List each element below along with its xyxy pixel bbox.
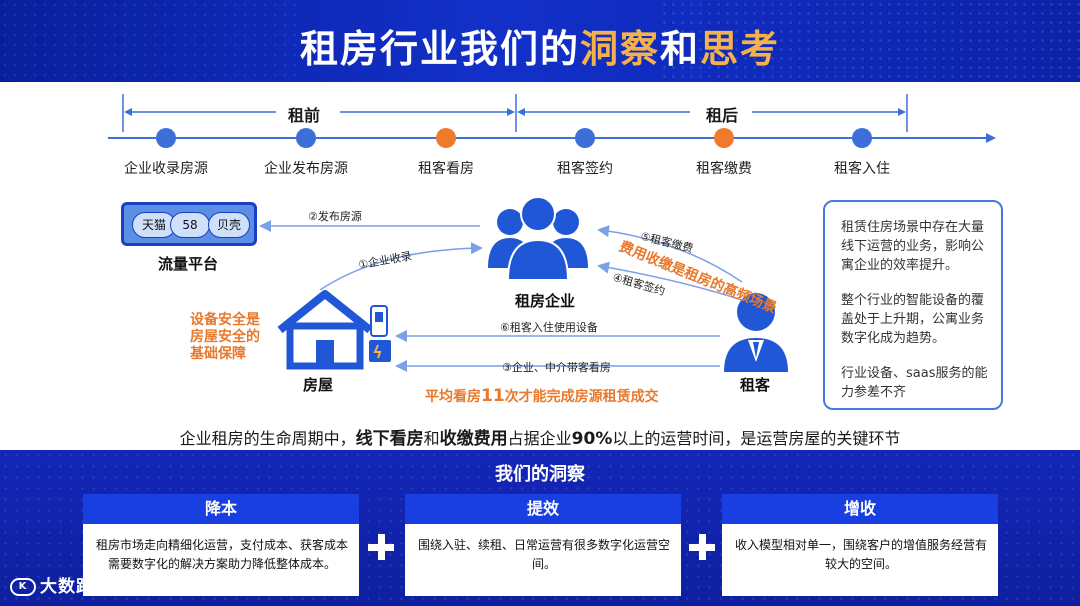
tenant-label: 租客 [740, 376, 771, 394]
title-part-2: 和 [660, 27, 701, 71]
title-highlight-1: 洞察 [579, 27, 660, 71]
title-highlight-2: 思考 [700, 27, 781, 71]
timeline-dot-4 [575, 128, 595, 148]
insight-card-cost: 降本 租房市场走向精细化运营，支付成本、获客成本需要数字化的解决方案助力降低整体… [83, 494, 359, 596]
step-label-2: 企业发布房源 [264, 161, 348, 177]
watermark-logo-text: 大数跨境 [40, 577, 112, 597]
flow-diagram-arrows [259, 196, 788, 372]
plus-icon-2 [689, 534, 715, 560]
smart-device-icon [369, 305, 391, 362]
step-label-3: 租客看房 [418, 161, 474, 177]
summary-part-2: 和 [423, 429, 440, 448]
lifecycle-timeline: 租前 租后 企业收录房源 企业发布房源 租客看房 租客签约 租客缴费 租客入住 [0, 82, 1080, 192]
step-label-5: 租客缴费 [696, 161, 752, 177]
summary-part-3: 占据企业 [507, 429, 572, 448]
summary-bold-2: 收缴费用 [439, 429, 508, 449]
platform-chip-tmall: 天猫 [132, 212, 176, 238]
note-paragraph-3: 行业设备、saas服务的能力参差不齐 [841, 366, 988, 400]
note-device-safety-line-3: 基础保障 [190, 346, 246, 362]
note-paragraph-2: 整个行业的智能设备的覆盖处于上升期，公寓业务数字化成为趋势。 [841, 293, 985, 346]
company-people-icon [488, 196, 588, 281]
platform-label: 流量平台 [158, 255, 219, 273]
insight-card-revenue-body: 收入模型相对单一，围绕客户的增值服务经营有较大的空间。 [734, 538, 987, 571]
bracket-before-arrow-right [507, 108, 515, 116]
platform-chip-58: 58 [170, 212, 210, 238]
insights-section: 我们的洞察 降本 租房市场走向精细化运营，支付成本、获客成本需要数字化的解决方案… [0, 450, 1080, 606]
phase-after-label: 租后 [706, 106, 739, 125]
bracket-before-arrow-left [124, 108, 132, 116]
phase-before-label: 租前 [288, 106, 321, 125]
house-icon [277, 290, 373, 370]
company-label: 租房企业 [515, 292, 576, 310]
note-average-number: 11 [481, 386, 505, 406]
header-dot-pattern-right [660, 0, 1080, 82]
note-average-prefix: 平均看房 [425, 389, 481, 405]
summary-bold-1: 线下看房 [355, 429, 424, 449]
insights-title: 我们的洞察 [495, 464, 585, 485]
step-label-6: 租客入住 [834, 161, 890, 177]
house-label: 房屋 [303, 376, 334, 394]
flow-label-publish: ②发布房源 [308, 210, 362, 223]
summary-sentence: 企业租房的生命周期中，线下看房和收缴费用占据企业90%以上的运营时间，是运营房屋… [0, 424, 1080, 449]
summary-part-4: 以上的运营时间，是运营房屋的关键环节 [612, 429, 901, 448]
timeline-dot-3 [436, 128, 456, 148]
note-device-safety-line-1: 设备安全是 [190, 312, 260, 328]
flow-label-viewing: ③企业、中介带客看房 [502, 361, 611, 374]
tenant-person-icon [724, 293, 788, 372]
note-device-safety-line-2: 房屋安全的 [190, 329, 260, 345]
arrow-collect [319, 242, 483, 291]
insight-card-cost-body: 租房市场走向精细化运营，支付成本、获客成本需要数字化的解决方案助力降低整体成本。 [95, 538, 348, 571]
flow-label-use-device: ⑥租客入住使用设备 [500, 321, 598, 334]
step-label-1: 企业收录房源 [124, 161, 208, 177]
timeline-axis-arrowhead [986, 133, 996, 143]
timeline-dot-5 [714, 128, 734, 148]
industry-note-box: 租赁住房场景中存在大量线下运营的业务，影响公寓企业的效率提升。 整个行业的智能设… [823, 200, 1003, 410]
watermark-logo-icon: K [10, 578, 36, 596]
bracket-after-arrow-left [517, 108, 525, 116]
insight-card-cost-title: 降本 [83, 494, 359, 524]
insight-card-efficiency-title: 提效 [405, 494, 681, 524]
summary-bold-3: 90% [571, 429, 613, 449]
timeline-lines [108, 94, 996, 148]
header-banner: 租房行业我们的洞察和思考 [0, 0, 1080, 82]
traffic-platform-box: 天猫 58 贝壳 [121, 202, 257, 246]
note-device-safety: 设备安全是 房屋安全的 基础保障 [190, 312, 280, 363]
header-dot-pattern-left [0, 0, 300, 82]
title-part-1: 租房行业我们的 [299, 27, 580, 71]
timeline-dot-6 [852, 128, 872, 148]
page-title: 租房行业我们的洞察和思考 [0, 18, 1080, 73]
note-average-viewings: 平均看房11次才能完成房源租赁成交 [425, 386, 659, 406]
insight-card-revenue: 增收 收入模型相对单一，围绕客户的增值服务经营有较大的空间。 [722, 494, 998, 596]
timeline-dot-2 [296, 128, 316, 148]
arrow-sign [597, 261, 743, 301]
arrow-pay [597, 225, 743, 283]
platform-chip-beike: 贝壳 [208, 212, 250, 238]
insight-card-efficiency: 提效 围绕入驻、续租、日常运营有很多数字化运营空间。 [405, 494, 681, 596]
plus-icon-1 [368, 534, 394, 560]
bracket-after-arrow-right [898, 108, 906, 116]
summary-part-1: 企业租房的生命周期中， [179, 429, 356, 448]
step-label-4: 租客签约 [557, 161, 613, 177]
insight-card-efficiency-body: 围绕入驻、续租、日常运营有很多数字化运营空间。 [417, 538, 670, 571]
insight-card-revenue-title: 增收 [722, 494, 998, 524]
note-paragraph-1: 租赁住房场景中存在大量线下运营的业务，影响公寓企业的效率提升。 [841, 220, 985, 273]
note-average-suffix: 次才能完成房源租赁成交 [504, 389, 659, 405]
timeline-dot-1 [156, 128, 176, 148]
